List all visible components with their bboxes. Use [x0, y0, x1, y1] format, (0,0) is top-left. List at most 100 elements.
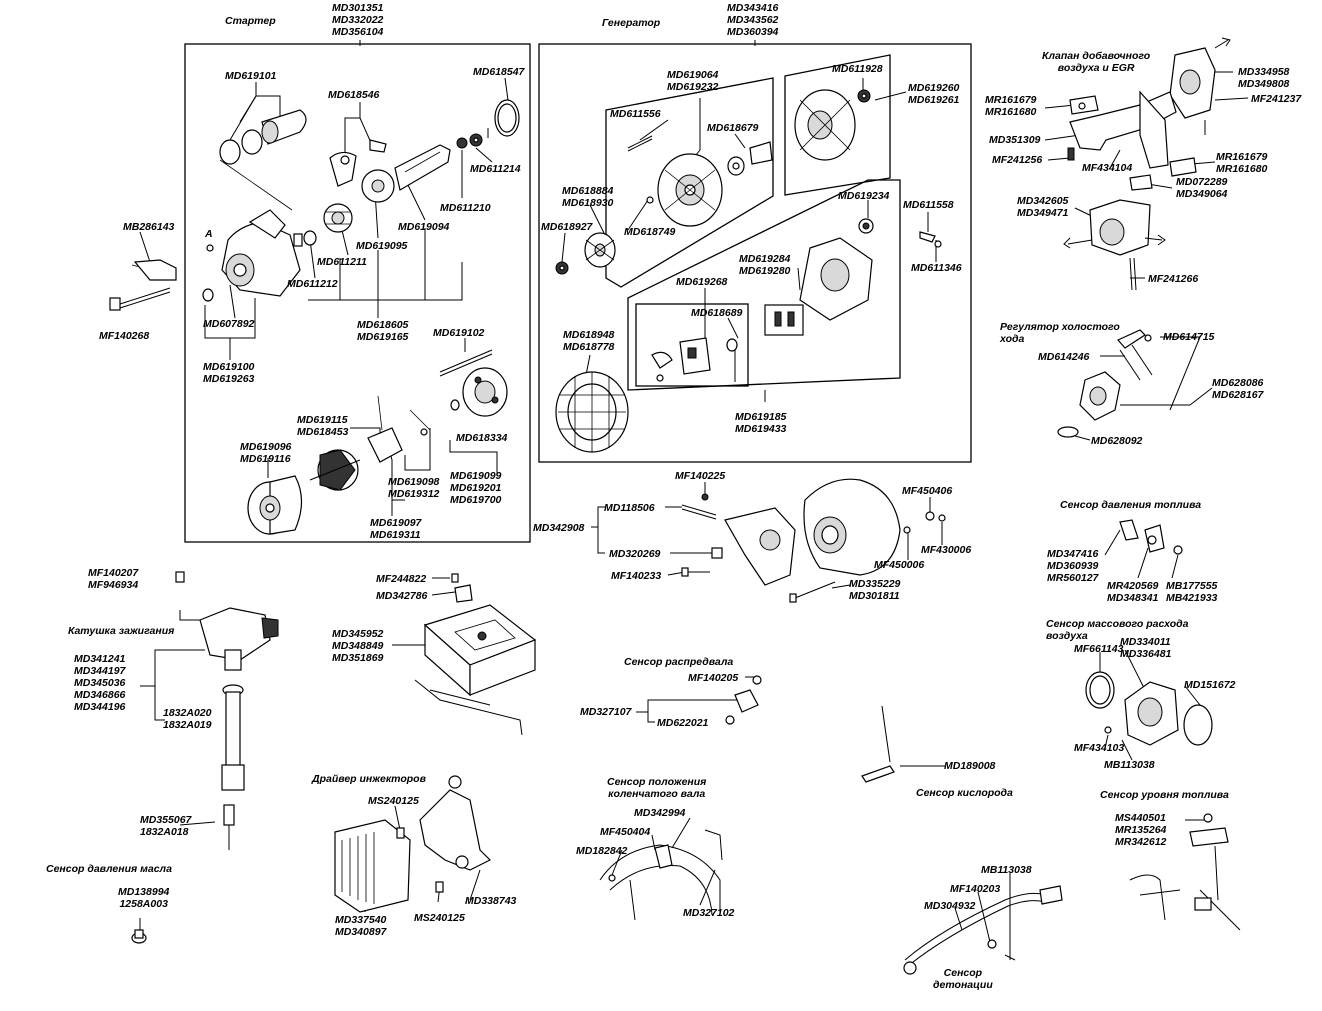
part-label[interactable]: MD342786: [376, 590, 428, 602]
part-label[interactable]: MF434103: [1074, 742, 1125, 754]
starter-housing-illustration: [202, 209, 303, 302]
part-label[interactable]: MD619101: [225, 70, 277, 82]
part-label[interactable]: MD611211: [317, 256, 367, 268]
part-label[interactable]: MF140205: [688, 672, 739, 684]
yoke-illustration: [247, 475, 303, 535]
part-label[interactable]: MD622021: [657, 717, 709, 729]
part-label[interactable]: MD327107: [580, 706, 632, 718]
part-label[interactable]: MD618927: [541, 221, 593, 233]
part-label[interactable]: MB113038: [981, 864, 1032, 876]
part-label[interactable]: MD618689: [691, 307, 743, 319]
part-label[interactable]: MF241256: [992, 154, 1043, 166]
part-label[interactable]: MF430006: [921, 544, 972, 556]
part-label[interactable]: MD619234: [838, 190, 890, 202]
part-label[interactable]: MB113038: [1104, 759, 1155, 771]
part-label[interactable]: MD618334: [456, 432, 508, 444]
part-label[interactable]: MB286143: [123, 221, 175, 233]
title-knock-line-2: детонации: [933, 979, 993, 991]
part-label[interactable]: MF450006: [874, 559, 925, 571]
part-label[interactable]: MD611210: [440, 202, 491, 214]
part-label[interactable]: MD611214: [470, 163, 521, 175]
part-label[interactable]: MD614715: [1163, 331, 1215, 343]
part-label[interactable]: MF434104: [1082, 162, 1133, 174]
part-label[interactable]: MD327102: [683, 907, 735, 919]
part-label[interactable]: MD320269: [609, 548, 661, 560]
part-label[interactable]: MD619268: [676, 276, 728, 288]
title-idle-regulator: Регулятор холостого хода: [1000, 321, 1120, 345]
part-label[interactable]: MD151672: [1184, 679, 1236, 691]
part-label[interactable]: MD619094: [398, 221, 450, 233]
part-label[interactable]: MD118506: [604, 502, 655, 514]
part-label[interactable]: MD611212: [287, 278, 338, 290]
part-label[interactable]: MS240125: [414, 912, 465, 924]
part-label[interactable]: MF450404: [600, 826, 651, 838]
part-label[interactable]: MD614246: [1038, 351, 1090, 363]
part-label[interactable]: MS240125: [368, 795, 419, 807]
part-label[interactable]: MF244822: [376, 573, 427, 585]
part-label[interactable]: MF140268: [99, 330, 150, 342]
part-label[interactable]: MF661143: [1074, 643, 1124, 655]
idle-parts: [1057, 329, 1153, 438]
part-label[interactable]: MD628092: [1091, 435, 1143, 447]
part-label[interactable]: MD618749: [624, 226, 676, 238]
part-label[interactable]: MF140225: [675, 470, 726, 482]
part-label[interactable]: MD607892: [203, 318, 255, 330]
part-label[interactable]: MD304932: [924, 900, 976, 912]
part-label[interactable]: MF450406: [902, 485, 953, 497]
part-label[interactable]: MD189008: [944, 760, 996, 772]
part-label[interactable]: MF241266: [1148, 273, 1199, 285]
part-label[interactable]: MF140203: [950, 883, 1001, 895]
part-label[interactable]: MD611558: [903, 199, 954, 211]
part-label[interactable]: MD182842: [576, 845, 628, 857]
part-label[interactable]: A: [205, 228, 213, 240]
part-label[interactable]: MD618679: [707, 122, 759, 134]
part-label[interactable]: MF140233: [611, 570, 662, 582]
part-label[interactable]: MD611556: [610, 108, 661, 120]
part-label[interactable]: MD618546: [328, 89, 380, 101]
part-label[interactable]: MF241237: [1251, 93, 1302, 105]
part-label[interactable]: MD619095: [356, 240, 408, 252]
part-label[interactable]: MD618547: [473, 66, 525, 78]
part-label[interactable]: MD342994: [634, 807, 686, 819]
part-label[interactable]: MD611346: [911, 262, 962, 274]
part-label[interactable]: MD611928: [832, 63, 883, 75]
part-label[interactable]: MD342908: [533, 522, 585, 534]
part-label[interactable]: MD351309: [989, 134, 1041, 146]
part-label[interactable]: MD338743: [465, 895, 517, 907]
part-label[interactable]: MD619102: [433, 327, 485, 339]
